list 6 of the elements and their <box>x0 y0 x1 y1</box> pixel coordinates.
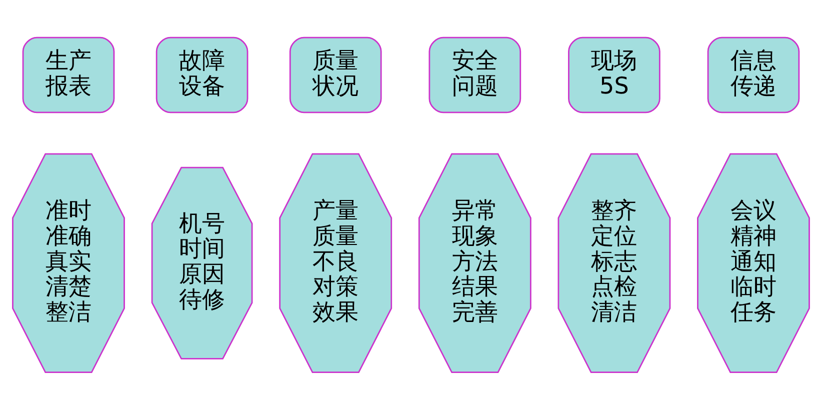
node-box: 信息传递 <box>707 36 800 114</box>
node-box: 质量状况 <box>289 36 382 114</box>
node-box: 安全问题 <box>428 36 522 114</box>
node-box: 现场5S <box>568 36 660 114</box>
node-box: 生产报表 <box>22 36 115 114</box>
node-box: 故障设备 <box>156 36 248 114</box>
